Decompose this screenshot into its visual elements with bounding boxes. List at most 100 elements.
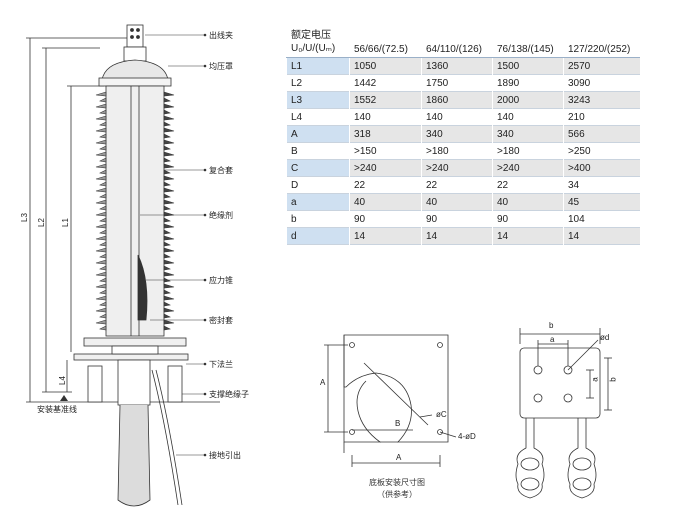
row-label: a [286, 193, 350, 211]
termination-drawing [26, 24, 220, 507]
dim-label-L4: L4 [57, 376, 67, 385]
table-cell: 40 [421, 193, 493, 211]
shed-right [163, 151, 175, 157]
shed-left [95, 295, 107, 301]
callout-insulating-agent: 绝缘剂 [209, 211, 233, 220]
shed-right [163, 139, 175, 145]
shed-left [95, 91, 107, 97]
shed-right [163, 97, 171, 103]
shed-right [163, 157, 171, 163]
callout-stress-cone: 应力锥 [209, 276, 233, 285]
shed-left [95, 163, 107, 169]
shed-right [163, 271, 175, 277]
table-cell: 14 [349, 227, 422, 245]
table-header-voltage: 127/220/(252) [563, 29, 640, 58]
dim-label-L1: L1 [60, 218, 70, 227]
shed-left [99, 313, 107, 319]
shed-left [95, 211, 107, 217]
row-label: L3 [286, 91, 350, 109]
shed-left [95, 115, 107, 121]
shed-left [95, 127, 107, 133]
shed-left [99, 133, 107, 139]
shed-right [163, 241, 171, 247]
shed-right [163, 211, 175, 217]
table-cell: 104 [563, 210, 640, 228]
shed-right [163, 217, 171, 223]
base-plate-drawing [324, 334, 457, 467]
shed-left [95, 259, 107, 265]
row-label: D [286, 176, 350, 194]
shed-left [99, 121, 107, 127]
shed-right [163, 169, 171, 175]
shed-left [99, 277, 107, 283]
shed-right [163, 145, 171, 151]
table-row: d 14 14 14 14 [286, 227, 640, 245]
shed-right [163, 247, 175, 253]
shed-left [99, 301, 107, 307]
shed-left [99, 169, 107, 175]
table-cell: >400 [563, 159, 640, 177]
base-plate-caption-note: （供参考） [377, 490, 417, 499]
shed-right [163, 91, 175, 97]
row-label: L2 [286, 74, 350, 92]
shed-left [95, 139, 107, 145]
shed-right [163, 265, 171, 271]
table-row: B >150 >180 >180 >250 [286, 142, 640, 160]
table-cell: >180 [421, 142, 493, 160]
shed-left [95, 283, 107, 289]
table-row: a 40 40 40 45 [286, 193, 640, 211]
shed-right [163, 205, 171, 211]
shed-right [163, 229, 171, 235]
table-row: D 22 22 22 34 [286, 176, 640, 194]
dim-label-A-horizontal: A [396, 453, 402, 462]
shed-left [95, 247, 107, 253]
dim-label-L2: L2 [36, 218, 46, 227]
shed-right [163, 313, 171, 319]
shed-left [95, 319, 107, 325]
shed-right [163, 253, 171, 259]
base-plate-caption: 底板安装尺寸图 [369, 478, 425, 487]
shed-left [99, 325, 107, 331]
dim-label-L3: L3 [19, 213, 29, 222]
row-label: A [286, 125, 350, 143]
dim-label-4-phiD: 4-øD [458, 432, 476, 441]
dim-label-phid: ød [600, 333, 610, 342]
shed-right [163, 283, 175, 289]
shed-right [163, 199, 175, 205]
table-cell: 45 [563, 193, 640, 211]
shed-right [163, 223, 175, 229]
table-cell: >250 [563, 142, 640, 160]
table-cell: 566 [563, 125, 640, 143]
row-label: L4 [286, 108, 350, 126]
shed-left [99, 205, 107, 211]
dim-label-a-top: a [550, 335, 555, 344]
table-cell: 90 [349, 210, 422, 228]
table-header-voltage: 56/66/(72.5) [349, 29, 422, 58]
terminal-pad-drawing [515, 328, 612, 499]
dim-label-a-side: a [590, 377, 600, 382]
shed-right [163, 163, 175, 169]
table-cell: 1050 [349, 57, 422, 75]
shed-right [163, 301, 171, 307]
shed-right [163, 175, 175, 181]
table-cell: 34 [563, 176, 640, 194]
table-cell: 140 [492, 108, 564, 126]
table-cell: 22 [421, 176, 493, 194]
shed-right [163, 133, 171, 139]
table-cell: 3090 [563, 74, 640, 92]
shed-right [163, 127, 175, 133]
row-label: L1 [286, 57, 350, 75]
shed-right [163, 325, 171, 331]
table-row: b 90 90 90 104 [286, 210, 640, 228]
shed-left [99, 193, 107, 199]
table-cell: 140 [349, 108, 422, 126]
table-cell: 140 [421, 108, 493, 126]
shed-left [95, 199, 107, 205]
shed-left [99, 229, 107, 235]
table-cell: 14 [421, 227, 493, 245]
table-cell: 14 [563, 227, 640, 245]
dim-label-A-vertical: A [320, 378, 326, 387]
spec-table: 额定电压 U₀/U/(Uₘ) 56/66/(72.5) 64/110/(126)… [286, 29, 640, 245]
shed-left [99, 181, 107, 187]
dim-label-b-top: b [549, 321, 554, 330]
